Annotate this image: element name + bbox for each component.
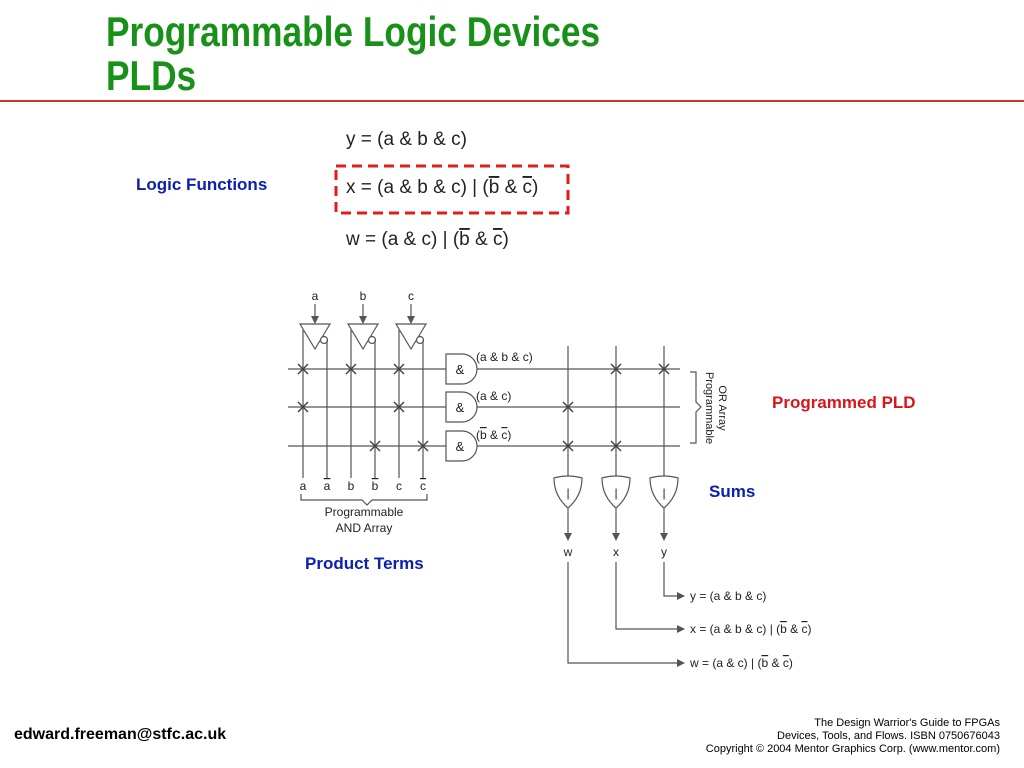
input-label-b: b <box>360 289 367 303</box>
title-line-1: Programmable Logic Devices <box>106 8 601 55</box>
col-label-a: a <box>300 479 307 493</box>
or-symbol-w: | <box>566 486 569 500</box>
and-symbol-1: & <box>456 362 465 377</box>
result-equation-w: w = (a & c) | (b & c) <box>689 656 793 670</box>
product-terms-label: Product Terms <box>305 554 424 573</box>
and-gate-3 <box>445 430 478 462</box>
title-line-2: PLDs <box>106 52 197 99</box>
and-symbol-2: & <box>456 400 465 415</box>
cross <box>417 440 429 452</box>
or-gate-y <box>649 475 679 509</box>
col-label-b-bar: b <box>372 479 379 493</box>
route-y <box>663 562 685 600</box>
cross <box>369 440 381 452</box>
and-array-label-2: AND Array <box>336 521 393 535</box>
output-label-x: x <box>613 545 619 559</box>
input-label-a: a <box>312 289 319 303</box>
route-x <box>615 562 685 633</box>
or-array-label-2: OR Array <box>716 385 728 431</box>
cross <box>297 401 309 413</box>
bar-c-w: c <box>493 229 503 250</box>
slide-title: Programmable Logic Devices PLDs <box>106 10 600 98</box>
cross <box>658 363 670 375</box>
col-label-c: c <box>396 479 402 493</box>
credits: The Design Warrior's Guide to FPGAs Devi… <box>706 717 1000 756</box>
or-symbol-x: | <box>614 486 617 500</box>
credit-line-2: Devices, Tools, and Flows. ISBN 07506760… <box>777 730 1000 742</box>
credit-line-3: Copyright © 2004 Mentor Graphics Corp. (… <box>705 743 1000 755</box>
input-label-c: c <box>408 289 414 303</box>
cross <box>562 440 574 452</box>
col-label-b: b <box>348 479 355 493</box>
cross <box>345 363 357 375</box>
title-rule <box>0 100 1024 102</box>
result-equation-y: y = (a & b & c) <box>690 589 766 603</box>
and-gate-2 <box>445 391 478 423</box>
col-label-a-bar: a <box>324 479 331 493</box>
equation-x: x = (a & b & c) | (b & c) <box>346 177 538 198</box>
product-term-label-3: (b & c) <box>476 428 511 442</box>
bar-b-x: b <box>489 177 500 198</box>
output-label-y: y <box>661 545 667 559</box>
and-array-bracket <box>300 494 428 506</box>
highlight-box <box>334 164 570 215</box>
product-term-label-1: (a & b & c) <box>476 350 533 364</box>
route-w <box>567 562 685 667</box>
bar-b-w: b <box>459 229 470 250</box>
result-equation-x: x = (a & b & c) | (b & c) <box>690 622 812 636</box>
and-array-label-1: Programmable <box>325 505 404 519</box>
cross <box>610 440 622 452</box>
cross <box>562 401 574 413</box>
connection-crosses <box>297 363 670 452</box>
cross <box>393 363 405 375</box>
cross <box>610 363 622 375</box>
and-gate-1 <box>445 353 478 385</box>
or-gate-w <box>553 475 583 509</box>
or-array-bracket <box>690 371 702 444</box>
programmed-pld-label: Programmed PLD <box>772 393 916 412</box>
bar-c-x: c <box>523 177 533 198</box>
or-array-label: Programmable OR Array <box>703 372 728 444</box>
cross <box>393 401 405 413</box>
circuit <box>288 304 702 667</box>
or-array-label-1: Programmable <box>703 372 715 444</box>
credit-line-1: The Design Warrior's Guide to FPGAs <box>814 717 1000 729</box>
sums-label: Sums <box>709 482 756 501</box>
author-email: edward.freeman@stfc.ac.uk <box>14 726 227 743</box>
col-label-c-bar: c <box>420 479 426 493</box>
and-symbol-3: & <box>456 439 465 454</box>
equation-w: w = (a & c) | (b & c) <box>345 229 509 250</box>
cross <box>297 363 309 375</box>
equation-y: y = (a & b & c) <box>346 129 467 150</box>
or-gate-x <box>601 475 631 509</box>
equation-list: y = (a & b & c) x = (a & b & c) | (b & c… <box>345 129 538 250</box>
output-label-w: w <box>563 545 573 559</box>
logic-functions-label: Logic Functions <box>136 175 268 194</box>
product-term-label-2: (a & c) <box>476 389 511 403</box>
or-symbol-y: | <box>662 486 665 500</box>
